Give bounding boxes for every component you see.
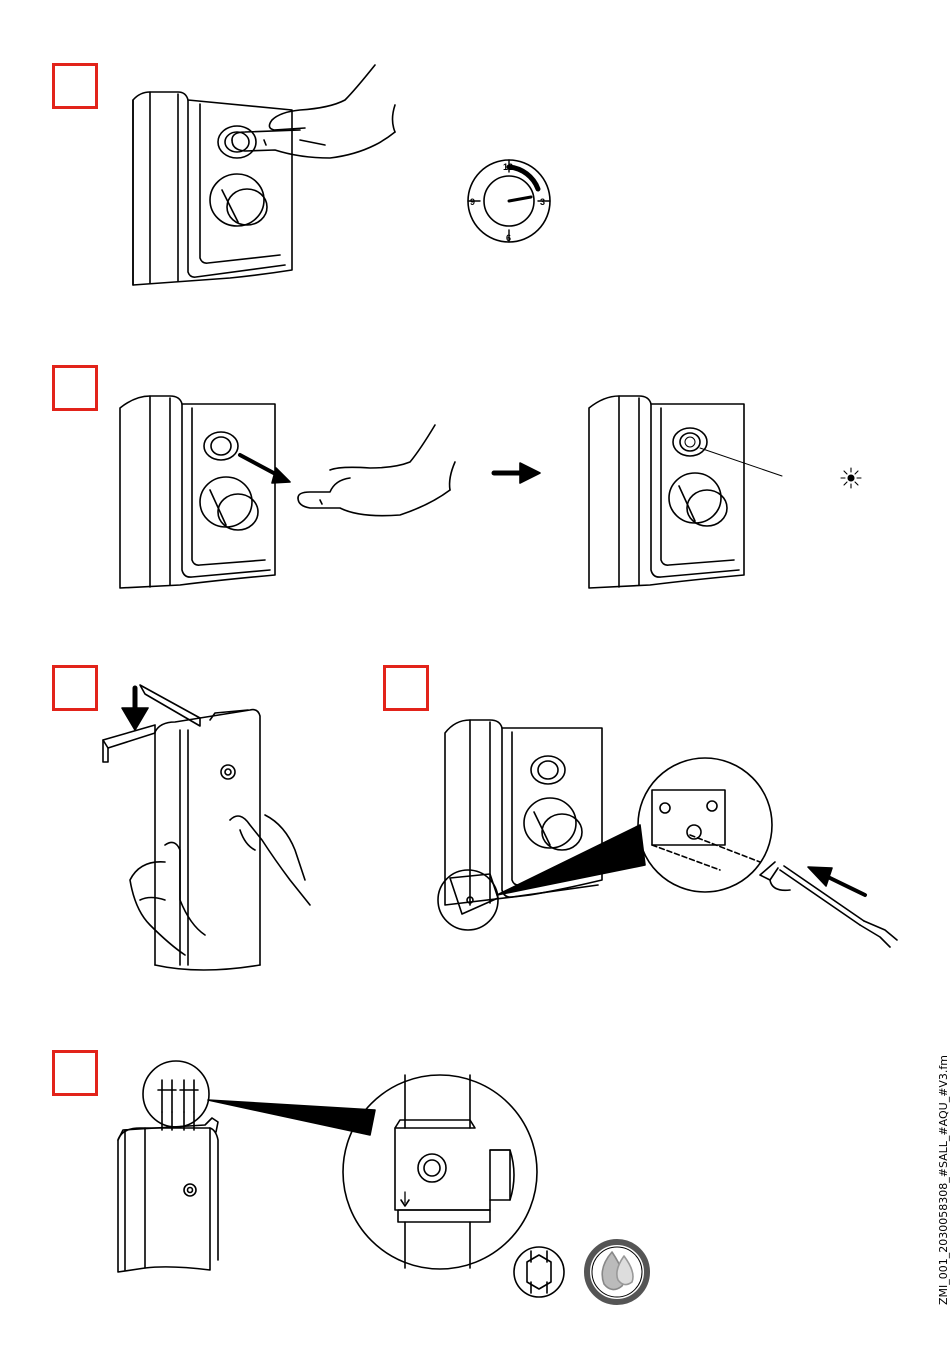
arrow-right-icon	[494, 463, 540, 483]
step-5-small-arrow-icon	[401, 1192, 409, 1206]
hands-hold-icon	[130, 815, 310, 955]
water-drops-icon	[587, 1242, 647, 1302]
step-4-zoom-circle	[638, 758, 772, 892]
light-burst-icon	[841, 468, 861, 488]
clock-12-label: 12	[503, 162, 513, 172]
clock-icon: 12 3 6 9	[468, 160, 550, 243]
step-2-panel-left	[120, 396, 275, 588]
step-5-panel	[118, 1118, 218, 1272]
step-2-panel-right	[589, 396, 782, 588]
clock-3-label: 3	[540, 197, 545, 207]
clock-9-label: 9	[470, 197, 475, 207]
document-file-label: ZMI_001_2030058308_#SALL_#AQU_#V3.fm	[937, 1055, 950, 1305]
step-5-zoom-circle	[343, 1075, 537, 1269]
down-arrow-icon	[122, 688, 148, 730]
push-arrow-icon	[808, 867, 865, 895]
clock-6-label: 6	[506, 233, 511, 243]
step-5-zoom-cone	[208, 1100, 375, 1135]
step-1-panel	[133, 92, 292, 285]
pull-arrow-icon	[240, 455, 290, 483]
step-3-bracket	[103, 685, 200, 762]
step-4-zoom-cone	[497, 825, 645, 895]
hand-pull-icon	[298, 425, 455, 516]
step-5-small-circle	[143, 1061, 209, 1130]
hex-nut-icon	[514, 1247, 564, 1297]
